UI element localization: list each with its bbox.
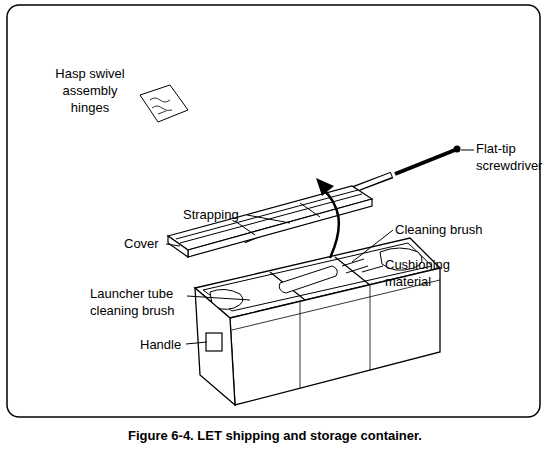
part-label: Cleaning brush	[395, 221, 515, 238]
cover-top	[168, 186, 372, 250]
strapping-lines	[176, 190, 362, 243]
figure-caption: Figure 6-4. LET shipping and storage con…	[0, 428, 550, 443]
removal-arrow	[322, 188, 339, 258]
leader-lines	[166, 150, 474, 344]
hasp-hinges	[150, 98, 172, 114]
part-label: Launcher tube cleaning brush	[90, 285, 190, 319]
tube-brush	[279, 266, 337, 293]
box-panel-lines	[232, 280, 440, 388]
cover-end	[168, 236, 188, 257]
part-label: Hasp swivel assembly hinges	[45, 65, 135, 116]
hasp-bag	[140, 85, 188, 122]
box-handle	[206, 333, 222, 351]
part-label: Cushioning material	[385, 256, 475, 290]
figure-frame	[7, 5, 540, 417]
part-label: Cover	[124, 235, 174, 252]
box-end	[195, 288, 235, 405]
part-label: Flat-tip screwdriver	[476, 140, 546, 174]
arrow-head	[316, 178, 334, 196]
screwdriver-tip	[454, 146, 461, 153]
part-label: Handle	[140, 336, 200, 353]
part-label: Strapping	[183, 206, 263, 223]
screwdriver-shaft	[395, 150, 455, 174]
